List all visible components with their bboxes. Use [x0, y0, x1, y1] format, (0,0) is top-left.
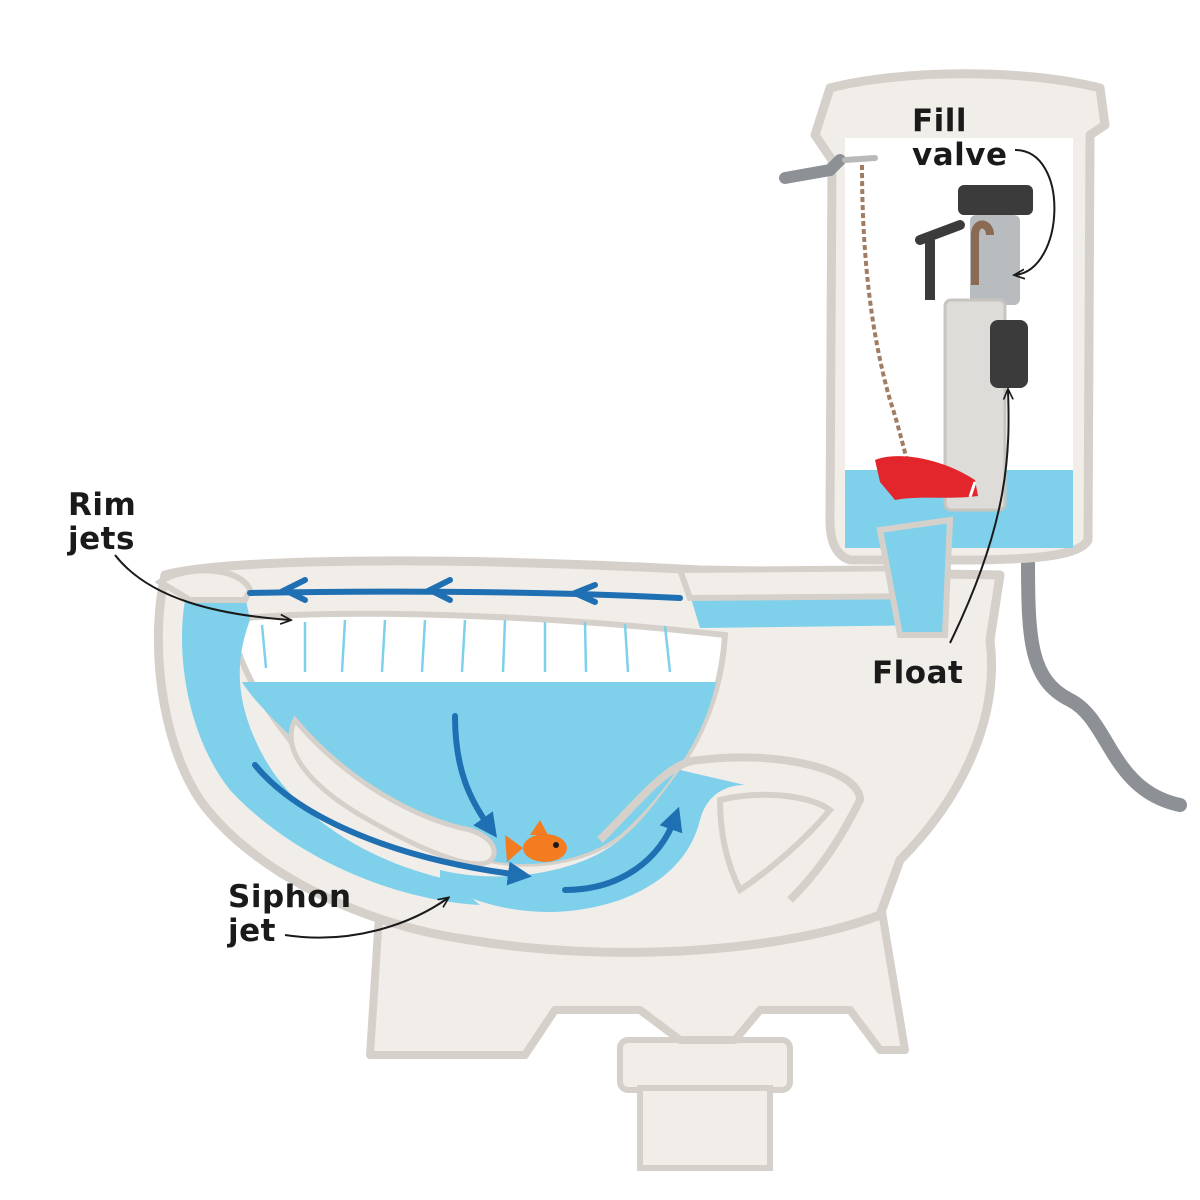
rim-jets-label-line1: Rim	[68, 487, 137, 523]
siphon-jet-label-line1: Siphon	[228, 879, 352, 915]
trapway-exit-arrow	[562, 806, 683, 893]
siphon-jet-label-line2: jet	[228, 913, 276, 949]
float-label: Float	[872, 656, 963, 690]
fill-valve-label: Fill valve	[912, 104, 1008, 172]
fill-valve-label-line2: valve	[912, 137, 1008, 173]
goldfish-icon	[505, 820, 567, 862]
fill-valve-label-line1: Fill	[912, 103, 968, 139]
flush-handle	[779, 154, 846, 184]
flapper-chain	[860, 164, 912, 471]
siphon-jet-label: Siphon jet	[228, 880, 352, 948]
supply-hose	[1021, 553, 1187, 812]
bowl-water	[242, 682, 716, 865]
float-leader	[949, 390, 1009, 644]
rim-flow-arrow	[247, 588, 683, 601]
fill-valve-leader	[1015, 149, 1056, 275]
flow-arrows	[247, 577, 683, 893]
siphon-jet-arrow	[252, 762, 532, 886]
flush-valve-outlet	[876, 516, 954, 638]
rim-jets-leader	[114, 554, 290, 620]
trapway-inner-wall	[716, 791, 835, 895]
rim-channel-water	[182, 585, 480, 905]
drain-flange	[617, 1037, 793, 1171]
rim-flow-chevron-3	[278, 577, 308, 603]
siphon-jet-leader	[284, 898, 448, 939]
rim-jet-lines	[260, 619, 672, 673]
handle-arm	[842, 155, 878, 163]
float-label-line1: Float	[872, 655, 964, 691]
rim-flow-chevron-1	[567, 582, 598, 605]
trapway-outer	[597, 753, 865, 903]
rim-jets-label-line2: jets	[68, 521, 135, 557]
bowl-down-arrow	[452, 713, 497, 838]
fill-valve	[915, 185, 1033, 512]
siphon-divider	[288, 715, 497, 867]
flapper	[875, 456, 978, 500]
rim-jets-label: Rim jets	[68, 488, 136, 556]
rim-flow-chevron-2	[423, 577, 453, 603]
